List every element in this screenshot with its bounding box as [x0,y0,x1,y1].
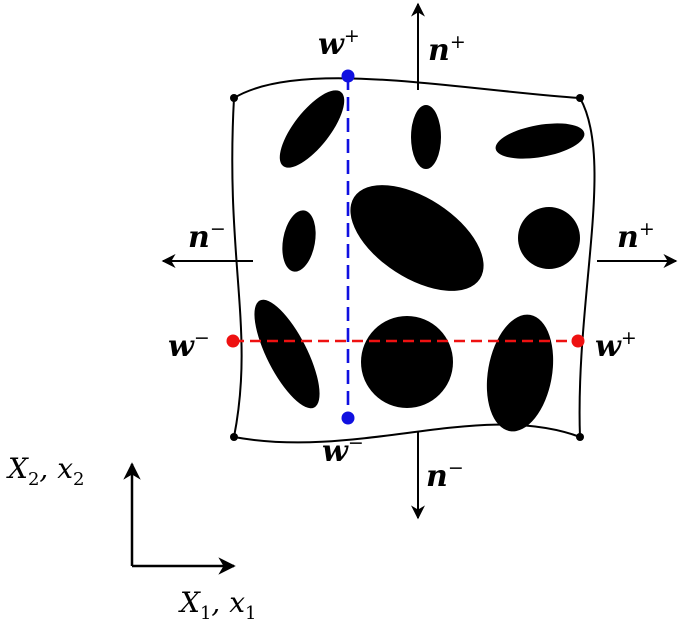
corner-point [230,433,238,441]
label-n-right: n+ [617,218,655,255]
inclusion [279,90,345,168]
w-bottom-point [341,411,355,425]
label-n-bottom: n− [426,457,464,494]
corner-point [576,433,584,441]
inclusion [282,210,316,272]
w-top-point [341,69,355,83]
label-w-left: w− [168,327,210,364]
inclusion [411,105,441,169]
inclusion [254,299,320,409]
inclusion [361,316,453,408]
w-right-point [571,334,585,348]
label-w-bottom: w− [322,432,364,469]
inclusion [495,123,585,159]
axis-label-vertical: X2, x2 [6,452,84,490]
inclusion [486,314,554,432]
label-n-left: n− [188,218,226,255]
inclusion [350,185,484,291]
inclusions [254,90,585,432]
corner-point [576,94,584,102]
corner-point [230,94,238,102]
label-w-top: w+ [318,25,360,62]
w-left-point [226,334,240,348]
label-n-top: n+ [428,31,466,68]
axis-label-horizontal: X1, x1 [178,586,256,624]
label-w-right: w+ [595,327,637,364]
inclusion [518,207,580,269]
